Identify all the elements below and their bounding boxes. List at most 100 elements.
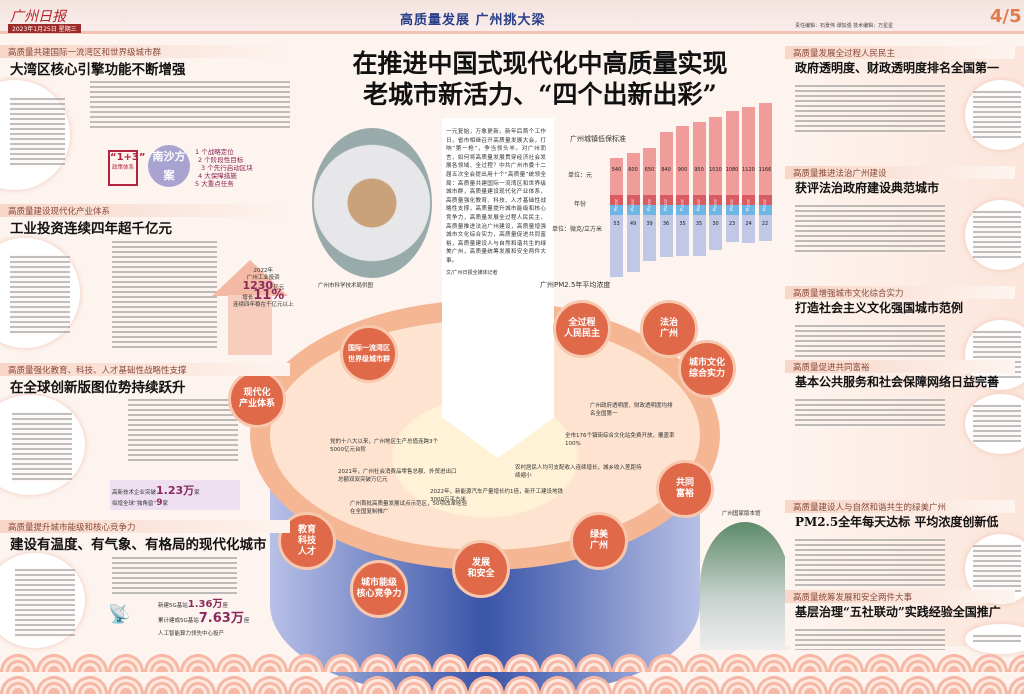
photo-caption: 广州国家版本馆 bbox=[722, 511, 761, 517]
main-title: 在推进中国式现代化中高质量实现 老城市新活力、“四个出新出彩” bbox=[300, 48, 780, 110]
intro-credit: 文/广州日报全媒体记者 bbox=[446, 269, 498, 276]
headline: PM2.5全年每天达标 平均浓度创新低 bbox=[795, 515, 999, 529]
kicker: 高质量建设人与自然和谐共生的绿美广州 bbox=[785, 500, 1015, 513]
bar-pm25-2015年: 39 bbox=[643, 215, 656, 261]
headline: 建设有温度、有气象、有格局的现代化城市 bbox=[10, 537, 267, 553]
headline: 大湾区核心引擎功能不断增强 bbox=[10, 62, 186, 78]
intro-text: 一元复始，万象更新。新年后首个工作日，省市相继召开高质量发展大会，打响“第一枪”… bbox=[446, 128, 546, 277]
bar-pm25-2021年: 24 bbox=[742, 215, 755, 244]
stat-value: 1230 bbox=[242, 279, 274, 292]
kicker: 高质量推进法治广州建设 bbox=[785, 166, 1015, 179]
headline: 打造社会主义文化强国城市范例 bbox=[795, 301, 964, 315]
bar-value: 600 bbox=[628, 167, 638, 173]
nansha-plan-badge: 南沙方案 bbox=[148, 145, 190, 187]
headline: 基本公共服务和社会保障网络日益完善 bbox=[795, 375, 1000, 389]
year-chevron: 2018年 bbox=[692, 195, 706, 215]
stat-value: 9 bbox=[156, 498, 163, 508]
arrow-up-icon bbox=[212, 260, 288, 296]
kicker: 高质量统筹发展和安全两件大事 bbox=[785, 590, 1015, 603]
pillar-culture: 城市文化 综合实力 bbox=[678, 340, 736, 398]
chart-unit-year: 年份 bbox=[574, 201, 587, 208]
stat-unit: 座 bbox=[243, 618, 250, 624]
bar-min-living-2019年: 1010 bbox=[709, 116, 722, 195]
plan-item: 1 个战略定位 bbox=[195, 148, 234, 156]
issue-date: 2023年1月25日 星期三 bbox=[8, 24, 81, 33]
year-chevron: 2016年 bbox=[659, 195, 673, 215]
plan-item: 3 个先行启动区块 bbox=[201, 164, 253, 172]
stat-label: 拟增全球“独角兽” bbox=[112, 501, 157, 507]
pillar-bay-area: 国际一流湾区 世界级城市群 bbox=[340, 325, 398, 383]
bar-pm25-2020年: 23 bbox=[725, 215, 739, 242]
stat-percent: 11% bbox=[253, 288, 285, 303]
capsule-photo bbox=[312, 128, 432, 278]
bar-value: 1010 bbox=[709, 167, 722, 173]
ring-stat: 2021年，广州社会消费品零售总额、外贸进出口总额双双突破万亿元 bbox=[338, 469, 457, 483]
section-industry: 高质量建设现代化产业体系 工业投资连续四年超千亿元 bbox=[0, 204, 290, 237]
5g-stats: 新建5G基站1.36万座 累计建成5G基站7.63万座 人工智能算力领先中心投产 bbox=[158, 600, 249, 639]
bar-pm25-2016年: 36 bbox=[659, 215, 673, 258]
section-education: 高质量强化教育、科技、人才基础性战略性支撑 在全球创新版图位势持续跃升 bbox=[0, 363, 290, 396]
title-line: 在推进中国式现代化中高质量实现 bbox=[352, 49, 728, 78]
year-chevron: 2013年 bbox=[610, 195, 623, 215]
stat-grow-label: 增长 bbox=[242, 295, 254, 301]
kicker: 高质量促进共同富裕 bbox=[785, 360, 1015, 373]
kicker: 高质量发展全过程人民民主 bbox=[785, 46, 1015, 59]
chart-unit-bottom: 单位：微克/立方米 bbox=[552, 226, 603, 233]
stat-label: 累计建成5G基站 bbox=[158, 618, 199, 624]
bar-value: 650 bbox=[644, 167, 655, 173]
stat-value: 1.23万 bbox=[156, 484, 195, 497]
bar-value: 1166 bbox=[758, 167, 772, 173]
section-city-level: 高质量提升城市能级和核心竞争力 建设有温度、有气象、有格局的现代化城市 bbox=[0, 520, 290, 553]
bar-min-living-2022年: 1166 bbox=[758, 102, 772, 195]
bar-min-living-2018年: 950 bbox=[692, 121, 706, 195]
stat-unit: 座 bbox=[222, 603, 228, 609]
industry-stat: 2022年 广州工业投资 1230亿元 增长11% 连续四年稳在千亿元以上 bbox=[233, 268, 294, 309]
bar-value: 900 bbox=[677, 167, 688, 173]
masthead bbox=[0, 0, 1024, 34]
year-chevron: 2014年 bbox=[626, 195, 640, 215]
policy-box: “1+3” 政策体系 bbox=[108, 150, 146, 186]
ring-stat: 全市176个镇街综合文化站免费开放，覆盖率100% bbox=[565, 433, 675, 447]
kicker: 高质量强化教育、科技、人才基础性战略性支撑 bbox=[0, 363, 290, 376]
right-section: 高质量建设人与自然和谐共生的绿美广州 PM2.5全年每天达标 平均浓度创新低 bbox=[785, 500, 1024, 588]
pillar-security: 发展 和安全 bbox=[452, 540, 510, 598]
year-chevron: 2022年 bbox=[758, 195, 772, 215]
stat-unit: 家 bbox=[194, 490, 200, 496]
kicker: 高质量建设现代化产业体系 bbox=[0, 204, 290, 217]
bar-pm25-2022年: 22 bbox=[758, 215, 772, 241]
intro-body: 一元复始，万象更新。新年后首个工作日，省市相继召开高质量发展大会，打响“第一枪”… bbox=[446, 129, 546, 264]
kicker: 高质量共建国际一流湾区和世界级城市群 bbox=[0, 45, 290, 58]
photo-caption: 广州市科学技术局供图 bbox=[318, 283, 374, 289]
stat-value: 7.63万 bbox=[198, 611, 244, 626]
chart-title-top: 广州城镇低保标准 bbox=[570, 135, 626, 143]
pillar-democracy: 全过程 人民民主 bbox=[553, 300, 611, 358]
newspaper-logo: 广州日报 bbox=[10, 9, 66, 25]
stat-unit: 亿元 bbox=[273, 285, 285, 291]
bar-value: 1080 bbox=[725, 167, 739, 173]
ring-stat: 农村居民人均可支配收入连续增长，城乡收入差距持续缩小 bbox=[515, 465, 642, 479]
policy-sub: 政策体系 bbox=[111, 165, 134, 171]
page-number: 4/5 bbox=[990, 6, 1022, 27]
bar-value: 1120 bbox=[742, 167, 755, 173]
pillar-city-level: 城市能级 核心竞争力 bbox=[350, 560, 408, 618]
headline: 工业投资连续四年超千亿元 bbox=[10, 221, 172, 237]
bar-value: 540 bbox=[611, 167, 622, 173]
bar-min-living-2016年: 840 bbox=[659, 131, 673, 195]
bar-min-living-2014年: 600 bbox=[626, 152, 640, 195]
stat-value: 1.36万 bbox=[187, 599, 223, 610]
bar-min-living-2013年: 540 bbox=[610, 157, 623, 195]
plan-list: 1 个战略定位 2 个阶段性目标 3 个先行启动区块 4 大保障措施 5 大重点… bbox=[195, 148, 253, 188]
innovation-stats: 高新技术企业突破1.23万家 拟增全球“独角兽”9家 bbox=[110, 480, 240, 510]
bar-pm25-2017年: 35 bbox=[676, 215, 689, 256]
plan-item: 5 大重点任务 bbox=[195, 180, 234, 188]
title-line: 老城市新活力、“四个出新出彩” bbox=[363, 80, 717, 109]
plan-item: 2 个阶段性目标 bbox=[198, 156, 244, 164]
ring-stat: 广州首批高质量发展试点示范区，50项改革经验在全国复制推广 bbox=[350, 501, 468, 515]
kicker: 高质量提升城市能级和核心竞争力 bbox=[0, 520, 290, 533]
chart-title-bottom: 广州PM2.5年平均浓度 bbox=[540, 281, 611, 289]
policy-label: “1+3” bbox=[110, 152, 146, 163]
editors: 责任编辑：石景伟 谭加强 技术编辑：万星星 bbox=[795, 23, 894, 29]
year-chevron: 2015年 bbox=[643, 195, 656, 215]
bar-min-living-2017年: 900 bbox=[676, 126, 689, 195]
